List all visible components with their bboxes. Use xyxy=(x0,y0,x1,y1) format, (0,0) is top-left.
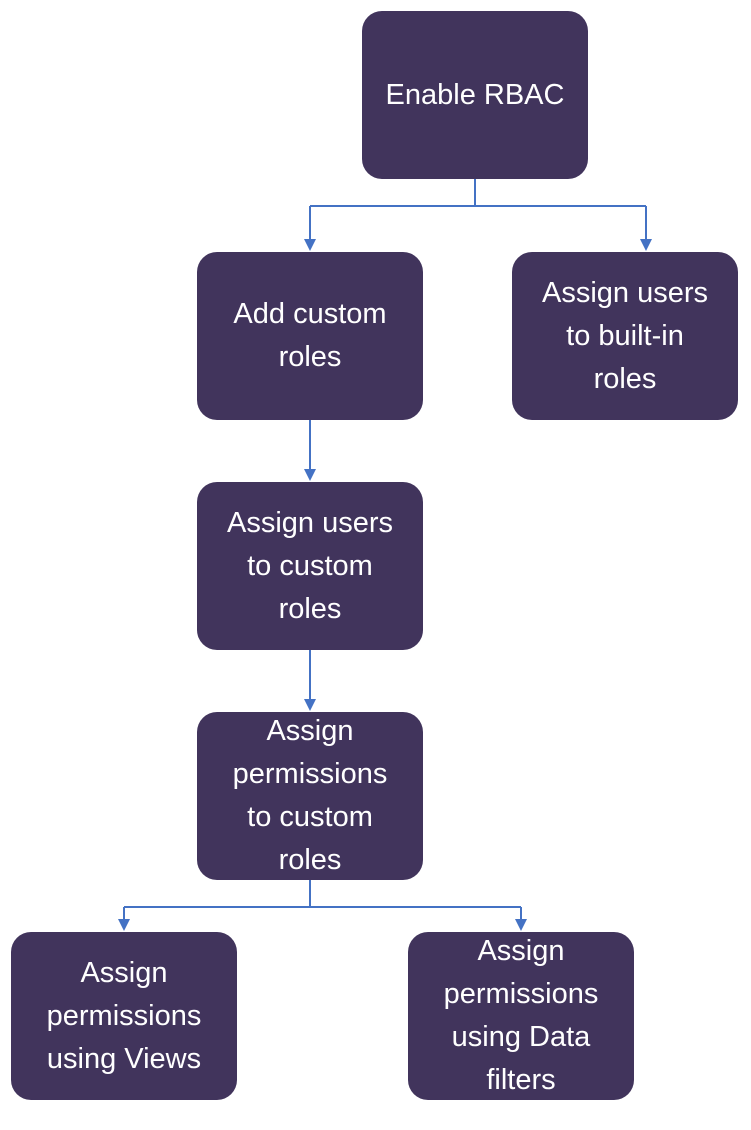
arrowhead-to-users-custom xyxy=(304,469,316,481)
node-label: Assign permissions to custom roles xyxy=(232,715,388,876)
arrowhead-to-add xyxy=(304,239,316,251)
node-assign-users-built-in-roles: Assign users to built-in roles xyxy=(512,252,738,420)
node-assign-permissions-views: Assign permissions using Views xyxy=(11,932,237,1100)
node-label: Enable RBAC xyxy=(385,78,565,111)
node-label: Assign users to custom roles xyxy=(226,506,393,625)
node-label: Add custom roles xyxy=(233,298,387,373)
node-label: Assign users to built-in roles xyxy=(541,276,708,395)
node-enable-rbac: Enable RBAC xyxy=(362,11,588,179)
arrowhead-to-builtin xyxy=(640,239,652,251)
node-assign-permissions-custom-roles: Assign permissions to custom roles xyxy=(197,712,423,880)
node-label: Assign permissions using Data filters xyxy=(443,935,599,1096)
node-add-custom-roles: Add custom roles xyxy=(197,252,423,420)
arrowhead-to-views xyxy=(118,919,130,931)
node-label: Assign permissions using Views xyxy=(46,956,202,1075)
node-assign-permissions-data-filters: Assign permissions using Data filters xyxy=(408,932,634,1100)
node-assign-users-custom-roles: Assign users to custom roles xyxy=(197,482,423,650)
